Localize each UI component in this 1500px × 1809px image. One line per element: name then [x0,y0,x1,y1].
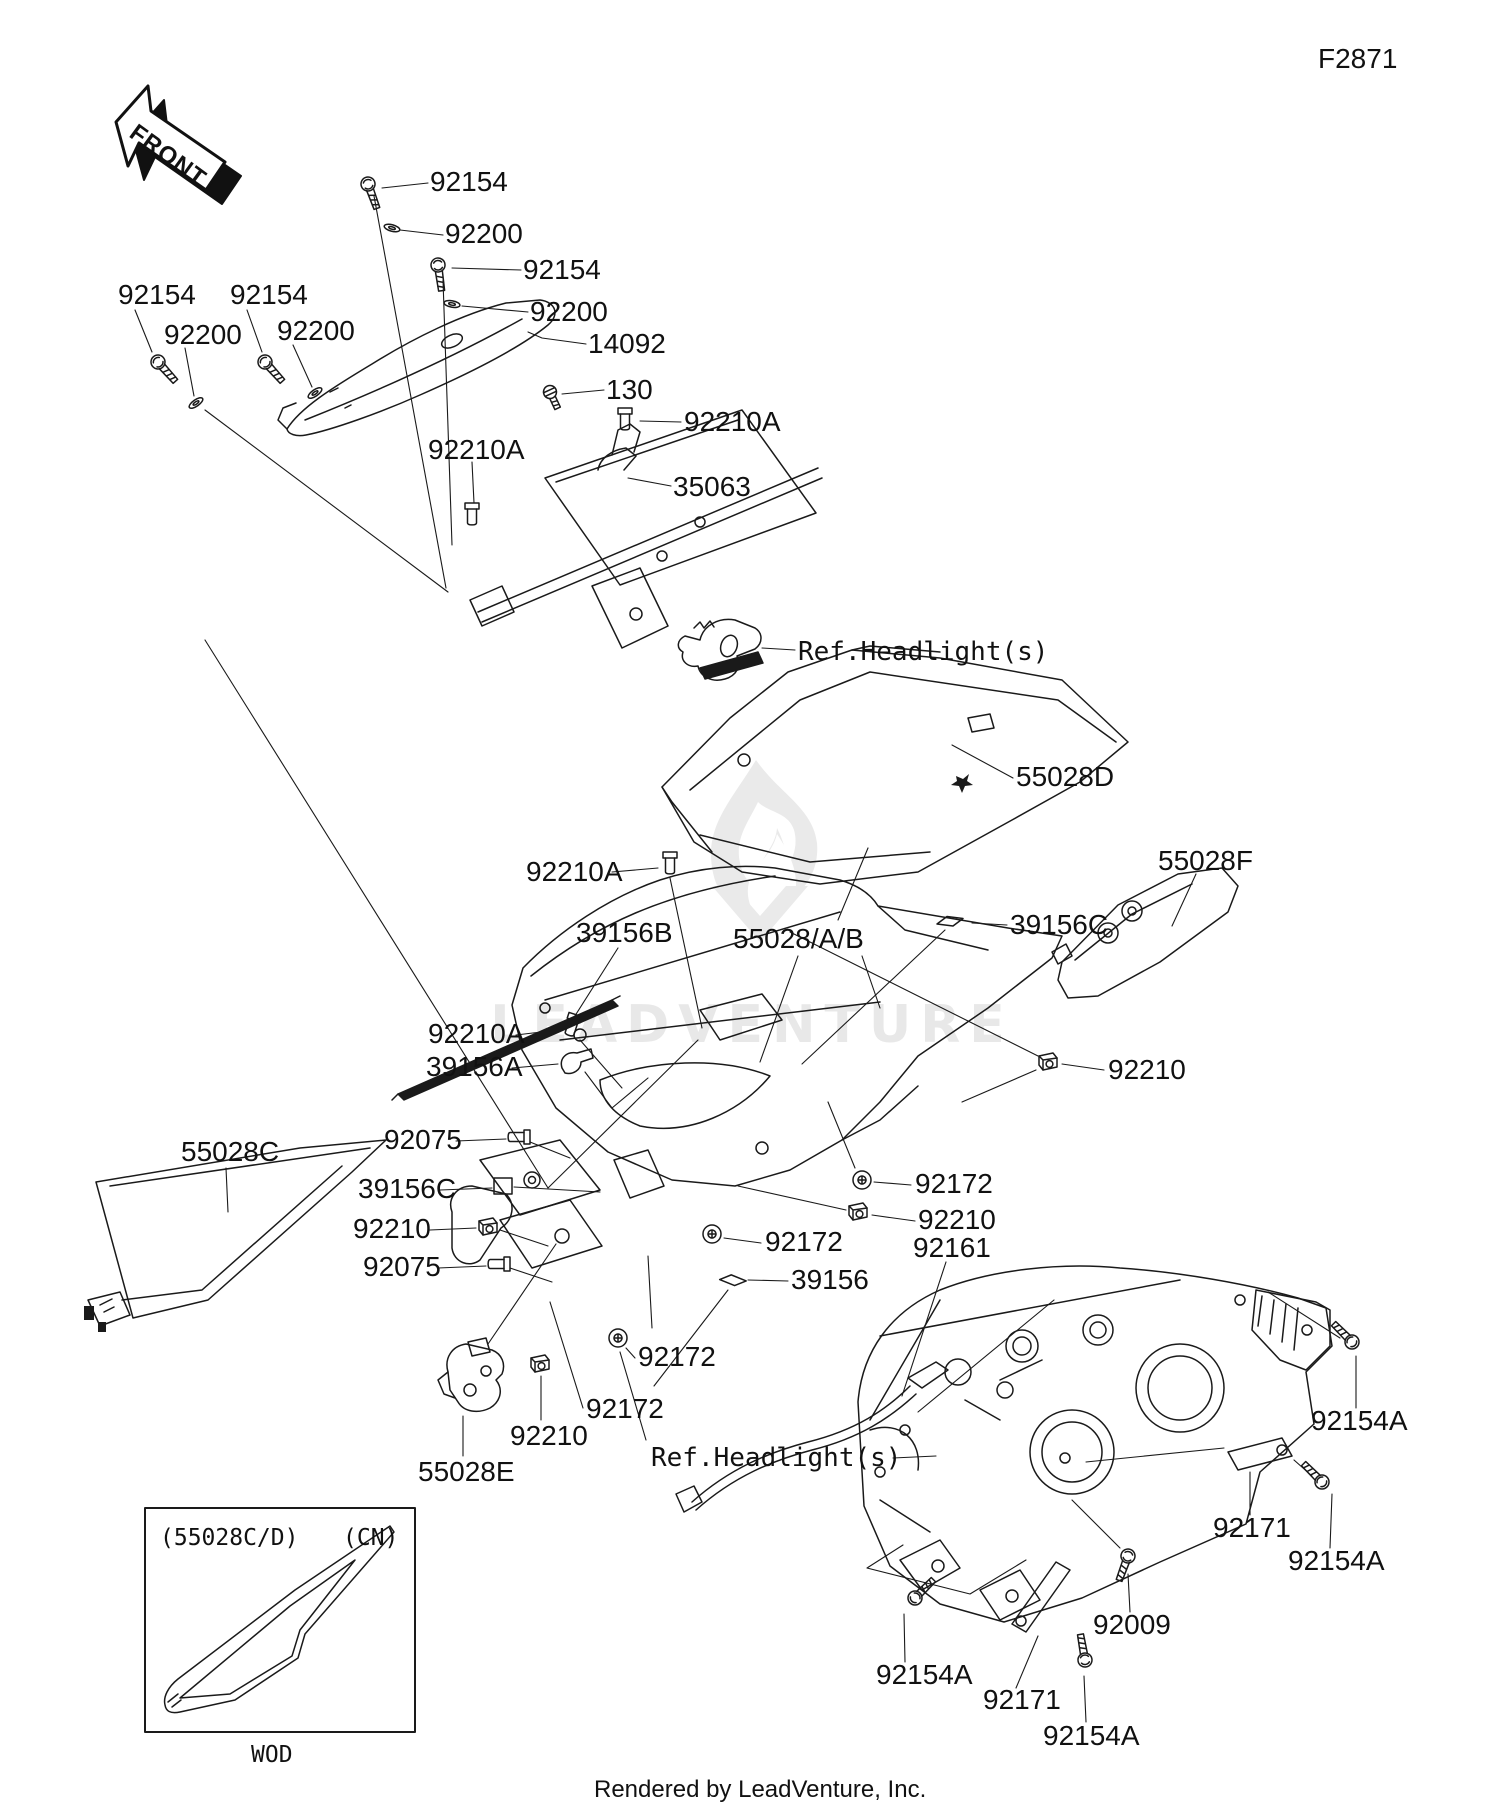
part-label-92171-2: 92171 [983,1684,1061,1715]
inset-caption-wod: WOD [251,1742,293,1768]
inset-variant-right: (CN) [343,1525,398,1551]
leadventure-watermark: LEADVENTURE [490,760,1005,1055]
pad-39156C-left [493,1177,513,1195]
cowl-pod-55028F [1051,867,1239,999]
part-label-92210-2: 92210 [353,1213,431,1244]
part-label-92154-3: 92154 [118,279,196,310]
part-label-130: 130 [606,374,653,405]
part-label-92154A-2: 92154A [1288,1545,1385,1576]
footer-credit: Rendered by LeadVenture, Inc. [594,1776,926,1803]
part-label-92154-4: 92154 [230,279,308,310]
part-label-92161: 92161 [913,1232,991,1263]
meter-cover-14092 [277,299,556,437]
part-label-92210-1: 92210 [1108,1054,1186,1085]
part-label-92172-4: 92172 [586,1393,664,1424]
part-label-92200-2: 92200 [530,296,608,327]
tape-92171-bottom [1011,1561,1071,1633]
tape-92171-right [1227,1437,1293,1471]
part-label-92172-1: 92172 [915,1168,993,1199]
part-label-92200-4: 92200 [277,315,355,346]
ref-headlight-top: Ref.Headlight(s) [798,637,1048,667]
part-label-55028D: 55028D [1016,761,1114,792]
part-label-92200-1: 92200 [445,218,523,249]
watermark-shield [712,886,808,942]
part-label-92009: 92009 [1093,1609,1171,1640]
part-label-92154-1: 92154 [430,166,508,197]
headlight-unit [857,1265,1333,1623]
part-label-55028C: 55028C [181,1136,279,1167]
part-label-92210A-1: 92210A [684,406,781,437]
part-label-35063: 35063 [673,471,751,502]
part-label-92210A-2: 92210A [428,434,525,465]
wiring-lead-92161 [675,1361,949,1513]
part-label-92172-2: 92172 [765,1226,843,1257]
trim-strip-39156B [391,995,621,1101]
inset-variant-left: (55028C/D) [160,1525,298,1551]
leader-lines [134,182,1357,1723]
part-label-92200-3: 92200 [164,319,242,350]
part-label-92171-1: 92171 [1213,1512,1291,1543]
part-label-92210-4: 92210 [510,1420,588,1451]
part-label-92172-3: 92172 [638,1341,716,1372]
cowl-pod-55028E [437,1337,505,1413]
windscreen-55028C [84,1139,387,1332]
trim-clip-39156A [560,1048,594,1075]
part-label-92075-1: 92075 [384,1124,462,1155]
part-label-92210A-3: 92210A [526,856,623,887]
part-label-55028F: 55028F [1158,845,1253,876]
part-label-92154-2: 92154 [523,254,601,285]
part-label-55028AB: 55028/A/B [733,923,864,954]
part-label-39156C-1: 39156C [1010,909,1108,940]
part-label-39156B: 39156B [576,917,673,948]
meter-stay-35063 [469,409,823,649]
cowl-stay-cluster [450,1139,665,1269]
ref-headlight-bottom: Ref.Headlight(s) [651,1443,901,1473]
part-label-39156C-2: 39156C [358,1173,456,1204]
figure-code: F2871 [1318,43,1397,74]
front-direction-arrow: FRONT [114,84,242,205]
part-label-92210A-4: 92210A [428,1018,525,1049]
part-label-39156A: 39156A [426,1051,523,1082]
part-label-55028E: 55028E [418,1456,515,1487]
part-label-92075-2: 92075 [363,1251,441,1282]
inner-cowl-55028D [661,645,1129,885]
part-label-92154A-4: 92154A [1043,1720,1140,1751]
headlight-stay-ref [677,618,764,681]
part-label-92154A-1: 92154A [1311,1405,1408,1436]
part-label-92210-3: 92210 [918,1204,996,1235]
part-label-92154A-3: 92154A [876,1659,973,1690]
part-label-14092: 14092 [588,328,666,359]
part-label-39156: 39156 [791,1264,869,1295]
color-variant-inset [144,1507,416,1733]
